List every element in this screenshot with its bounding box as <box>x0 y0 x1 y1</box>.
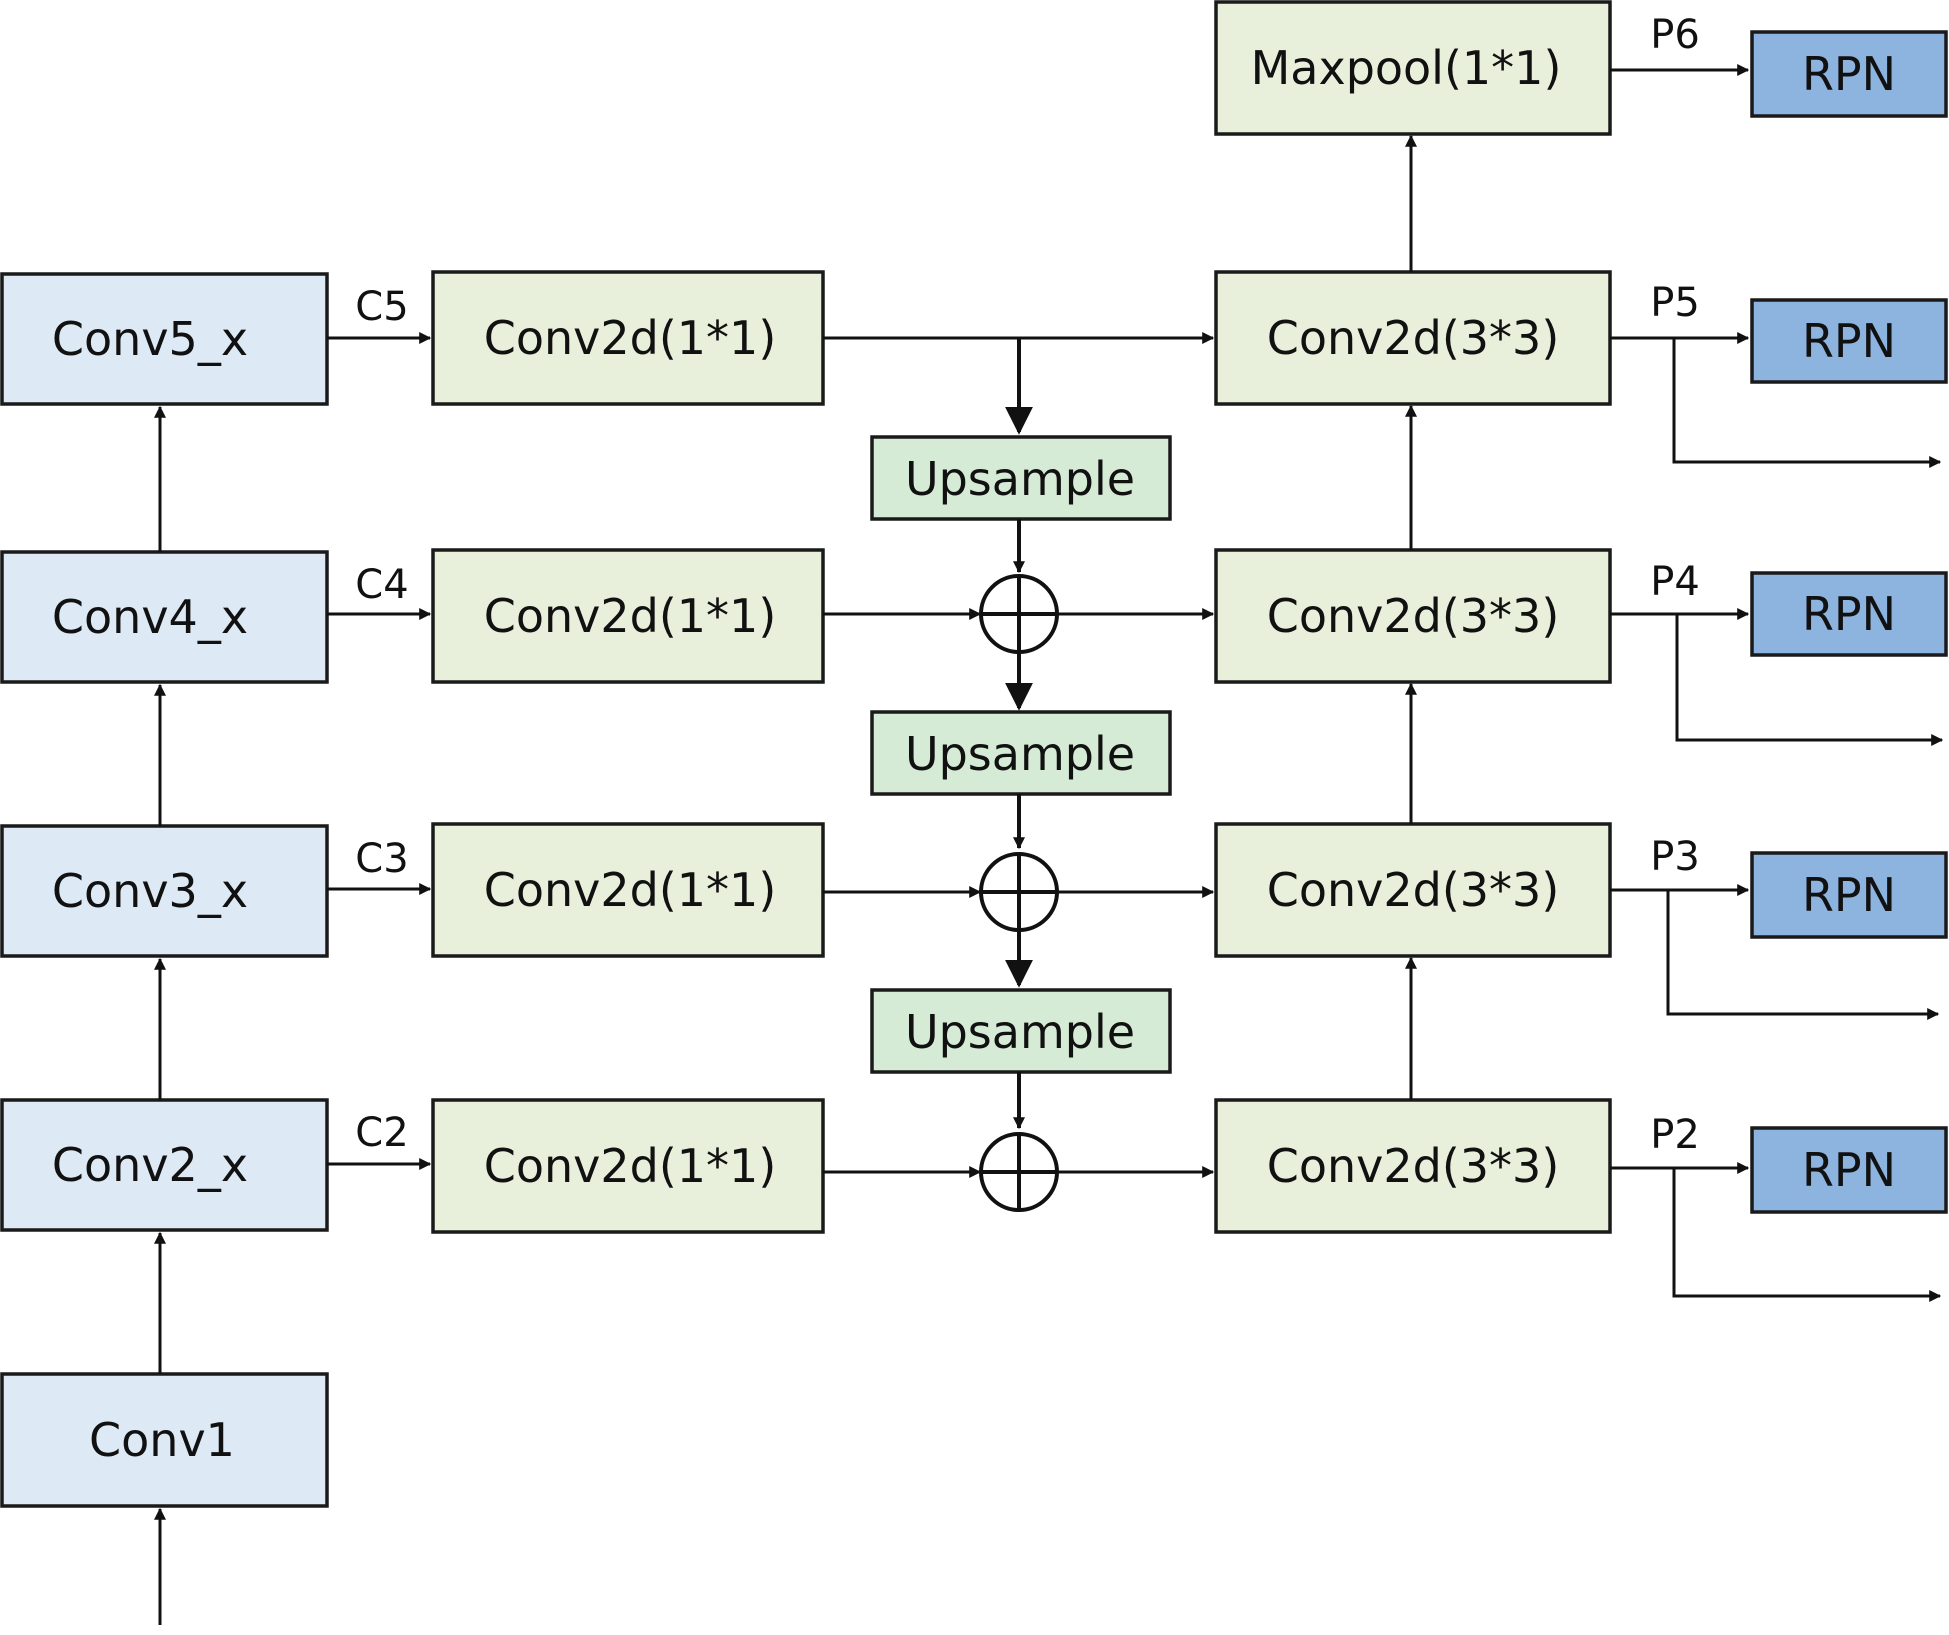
lateral-conv2-node: Conv2d(1*1) <box>431 1098 825 1234</box>
lateral-conv3-node: Conv2d(1*1) <box>431 822 825 958</box>
output-conv5-label: Conv2d(3*3) <box>1267 311 1560 365</box>
upsample-2-node: Upsample <box>870 710 1172 796</box>
backbone-conv5-node: Conv5_x <box>0 272 329 406</box>
p2-label: P2 <box>1650 1112 1700 1158</box>
backbone-conv5-label: Conv5_x <box>52 312 248 366</box>
rpn-p5-label: RPN <box>1802 314 1896 368</box>
rpn-p2-node: RPN <box>1750 1126 1948 1214</box>
p3-branch-arrow <box>1666 890 1940 1020</box>
output-conv2-label: Conv2d(3*3) <box>1267 1139 1560 1193</box>
backbone-conv2-label: Conv2_x <box>52 1138 248 1192</box>
output-conv3-node: Conv2d(3*3) <box>1214 822 1612 958</box>
upsample-3-label: Upsample <box>905 1005 1135 1059</box>
output-conv4-node: Conv2d(3*3) <box>1214 548 1612 684</box>
sum-node-4 <box>979 574 1059 654</box>
sum-node-2 <box>979 1132 1059 1212</box>
lateral-conv2-label: Conv2d(1*1) <box>484 1139 777 1193</box>
rpn-p6-node: RPN <box>1750 30 1948 118</box>
p6-label: P6 <box>1650 12 1700 58</box>
rpn-p4-node: RPN <box>1750 571 1948 657</box>
output-conv5-node: Conv2d(3*3) <box>1214 270 1612 406</box>
p3-label: P3 <box>1650 834 1700 880</box>
rpn-p3-label: RPN <box>1802 868 1896 922</box>
rpn-p2-label: RPN <box>1802 1143 1896 1197</box>
rpn-p4-label: RPN <box>1802 587 1896 641</box>
output-conv2-node: Conv2d(3*3) <box>1214 1098 1612 1234</box>
upsample-1-node: Upsample <box>870 435 1172 521</box>
backbone-conv3-label: Conv3_x <box>52 864 248 918</box>
backbone-conv1-label: Conv1 <box>89 1413 235 1467</box>
rpn-p3-node: RPN <box>1750 851 1948 939</box>
p2-branch-arrow <box>1672 1168 1942 1302</box>
c4-label: C4 <box>355 562 408 608</box>
upsample-1-label: Upsample <box>905 452 1135 506</box>
sum-node-3 <box>979 852 1059 932</box>
maxpool-node: Maxpool(1*1) <box>1214 0 1612 136</box>
backbone-conv4-node: Conv4_x <box>0 550 329 684</box>
backbone-conv2-node: Conv2_x <box>0 1098 329 1232</box>
lateral-conv3-label: Conv2d(1*1) <box>484 863 777 917</box>
p4-branch-arrow <box>1675 614 1944 746</box>
lateral-conv4-node: Conv2d(1*1) <box>431 548 825 684</box>
maxpool-label: Maxpool(1*1) <box>1251 41 1562 95</box>
c5-label: C5 <box>355 284 408 330</box>
p5-branch-arrow <box>1672 338 1942 468</box>
rpn-p5-node: RPN <box>1750 298 1948 384</box>
backbone-conv1-node: Conv1 <box>0 1372 329 1508</box>
lateral-conv5-node: Conv2d(1*1) <box>431 270 825 406</box>
rpn-p6-label: RPN <box>1802 47 1896 101</box>
output-conv4-label: Conv2d(3*3) <box>1267 589 1560 643</box>
backbone-conv4-label: Conv4_x <box>52 590 248 644</box>
upsample-2-label: Upsample <box>905 727 1135 781</box>
c3-label: C3 <box>355 836 408 882</box>
lateral-conv4-label: Conv2d(1*1) <box>484 589 777 643</box>
c2-label: C2 <box>355 1110 408 1156</box>
upsample-3-node: Upsample <box>870 988 1172 1074</box>
lateral-conv5-label: Conv2d(1*1) <box>484 311 777 365</box>
backbone-conv3-node: Conv3_x <box>0 824 329 958</box>
p5-label: P5 <box>1650 280 1700 326</box>
p4-label: P4 <box>1650 559 1700 605</box>
output-conv3-label: Conv2d(3*3) <box>1267 863 1560 917</box>
